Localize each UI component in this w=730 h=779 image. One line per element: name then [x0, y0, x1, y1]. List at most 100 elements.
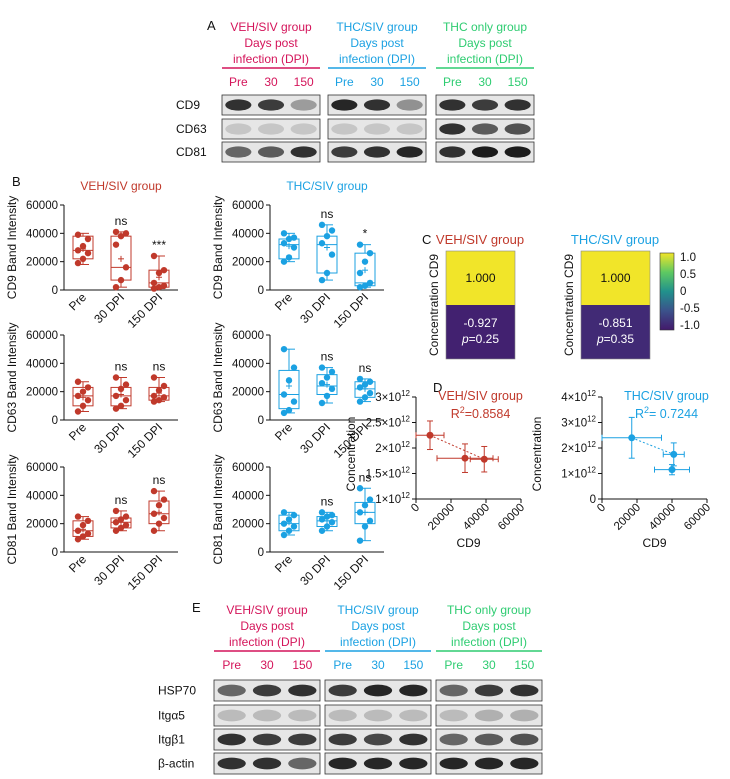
data-point — [74, 513, 82, 520]
data-point — [290, 523, 298, 530]
data-point — [112, 283, 120, 291]
significance-label: ns — [321, 494, 334, 508]
blot-lane-label: 30 — [370, 75, 384, 89]
x-tick-label: Pre — [272, 552, 295, 575]
heatmap-cell — [581, 251, 650, 305]
data-point — [79, 521, 87, 529]
data-point — [122, 521, 130, 529]
blot-band — [439, 99, 466, 111]
data-point — [356, 398, 364, 405]
blot-band — [257, 99, 285, 111]
data-point — [323, 523, 331, 530]
blot-band — [363, 757, 393, 770]
blot-group-subtitle: Days post — [240, 619, 294, 633]
x-axis-label: CD9 — [642, 536, 666, 550]
x-axis-label: CD9 — [456, 536, 480, 550]
data-point — [122, 230, 130, 237]
data-point — [280, 240, 288, 247]
heatmap-title: VEH/SIV group — [436, 232, 524, 247]
x-tick-label: 150 DPI — [331, 290, 372, 331]
y-tick-label: 60000 — [232, 462, 264, 474]
blot-lane-label: 30 — [482, 658, 496, 672]
y-tick-label: 40000 — [232, 490, 264, 502]
colorbar-bar — [659, 252, 675, 331]
data-point — [318, 240, 326, 247]
data-point — [160, 382, 168, 390]
data-point — [285, 527, 293, 534]
data-point — [328, 368, 336, 376]
data-point — [117, 524, 125, 532]
data-point — [361, 502, 369, 509]
y-tick-label: 40000 — [26, 490, 58, 502]
blot-band — [439, 709, 468, 722]
x-tick-label: 40000 — [647, 502, 678, 533]
heatmap-row-label: Concentration CD9 — [427, 254, 441, 356]
y-tick-label: 60000 — [232, 330, 264, 342]
y-axis-label: CD63 Band Intensity — [211, 322, 225, 432]
blot-band — [288, 733, 317, 746]
data-point — [160, 496, 168, 503]
data-point — [356, 269, 364, 277]
blot-band — [288, 709, 317, 722]
data-point — [280, 409, 288, 417]
data-point — [112, 228, 120, 236]
y-tick-label: 2.5×1012 — [366, 415, 411, 430]
x-tick-label: Pre — [272, 420, 295, 443]
data-point — [361, 258, 369, 265]
blot-band — [252, 684, 282, 697]
blot-band — [474, 684, 504, 697]
y-tick-label: 20000 — [26, 519, 58, 531]
heatmap-border — [445, 250, 516, 360]
data-point — [323, 269, 331, 277]
y-tick-label: 0 — [52, 285, 58, 297]
x-tick-label: 30 DPI — [297, 420, 333, 456]
significance-label: ns — [115, 214, 128, 228]
y-tick-label: 0 — [258, 285, 264, 297]
data-point — [323, 513, 331, 520]
y-tick-label: 40000 — [232, 358, 264, 370]
blot-band — [217, 684, 246, 697]
x-tick-label: 40000 — [461, 502, 492, 533]
data-point — [356, 241, 364, 248]
data-point — [356, 375, 364, 383]
chart-title: VEH/SIV group — [80, 179, 162, 193]
blot-strip — [435, 704, 543, 727]
data-point — [112, 374, 120, 381]
data-point — [74, 259, 82, 267]
y-axis-label: Concentration — [344, 417, 358, 492]
data-point — [79, 388, 87, 395]
x-tick-label: Pre — [66, 420, 89, 443]
data-point — [480, 455, 488, 463]
blot-band — [257, 146, 285, 158]
x-tick-label: 0 — [409, 502, 422, 515]
heatmap-row-label: Concentration CD9 — [562, 254, 576, 356]
trend-line — [631, 437, 674, 455]
y-axis-label: CD63 Band Intensity — [5, 322, 19, 432]
heatmap-border — [580, 250, 651, 360]
colorbar: 1.00.50-0.5-1.0 — [659, 252, 700, 332]
blot-row-label: CD9 — [176, 98, 200, 112]
x-tick-label: 150 DPI — [125, 290, 166, 331]
data-point — [117, 402, 125, 410]
significance-label: ns — [115, 360, 128, 374]
blot-group-title: THC only group — [447, 603, 531, 617]
data-point — [112, 241, 120, 248]
data-point — [84, 249, 92, 257]
x-tick-label: 150 DPI — [331, 552, 372, 593]
blot-band — [439, 123, 466, 135]
data-point — [290, 398, 298, 405]
blot-band — [474, 709, 504, 722]
blot-lane-label: 150 — [403, 658, 423, 672]
data-point — [668, 466, 676, 474]
blot-group-subtitle: Days post — [244, 36, 298, 50]
data-point — [285, 235, 293, 243]
data-point — [74, 247, 82, 254]
significance-label: * — [363, 227, 368, 241]
blot-band — [328, 757, 357, 770]
data-point — [318, 379, 326, 387]
blot-band — [504, 146, 531, 158]
